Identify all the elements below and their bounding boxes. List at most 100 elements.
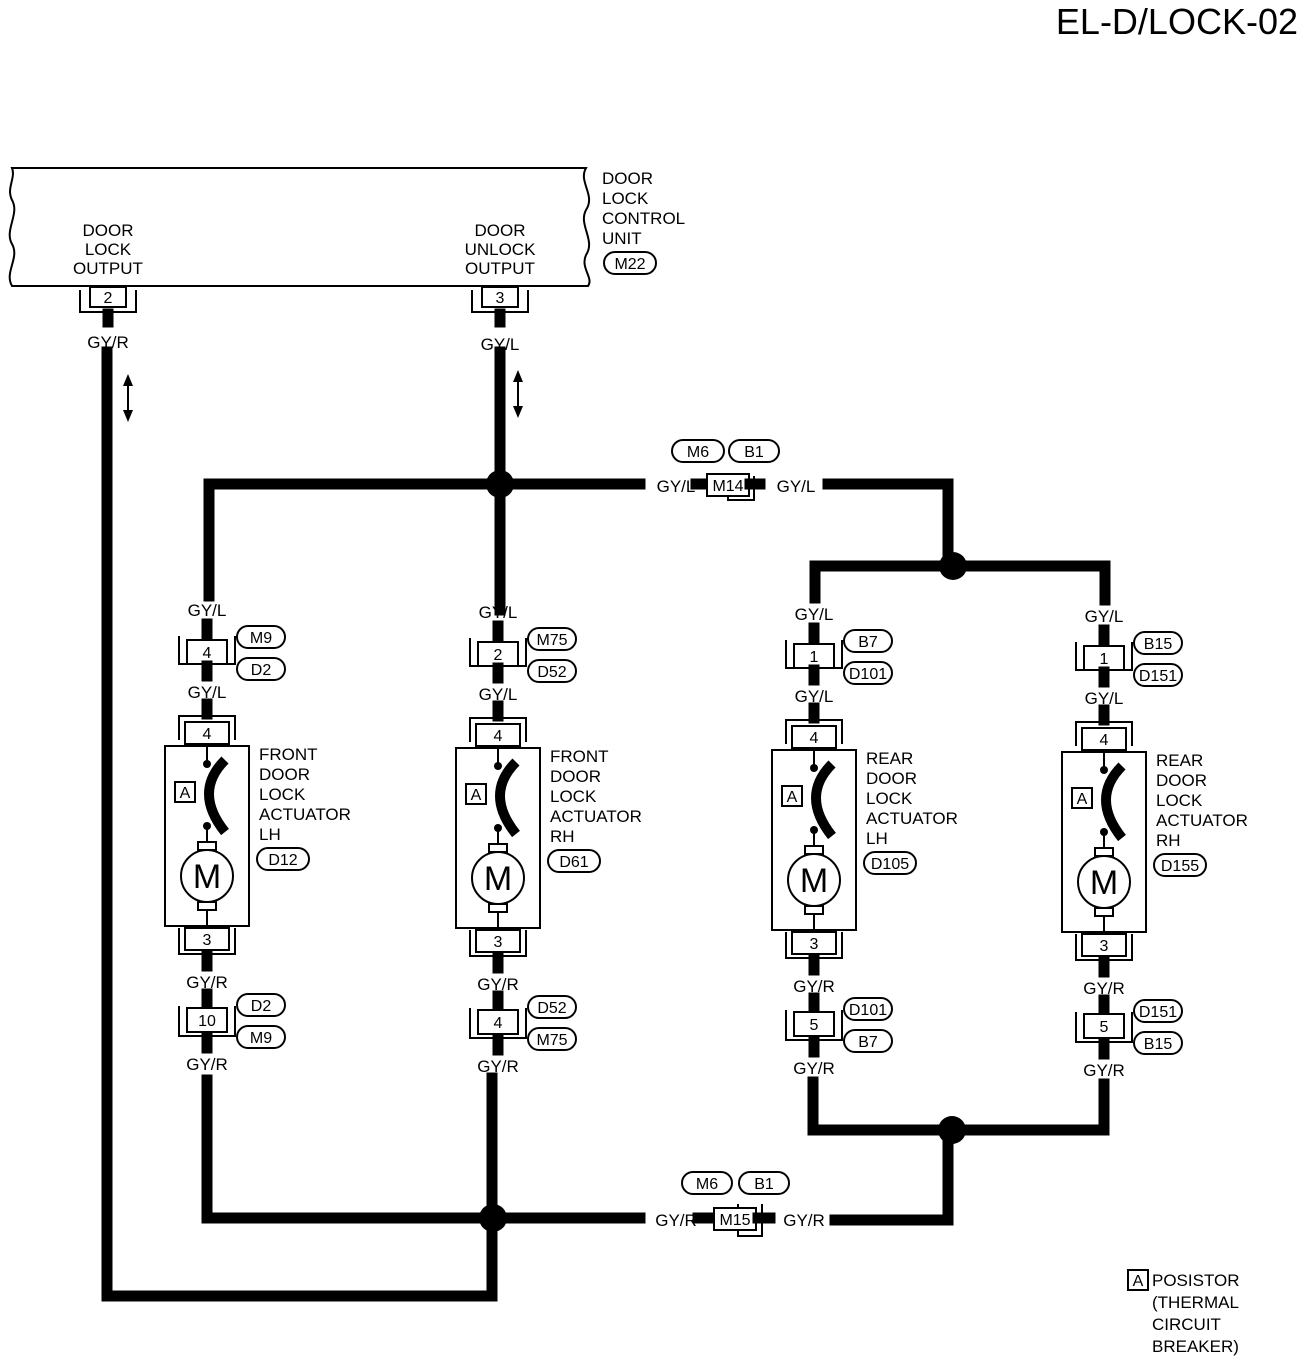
connector-pin — [184, 721, 230, 745]
connector-pin-number: 4 — [203, 645, 212, 662]
connector-ref-label: D101 — [849, 1002, 887, 1019]
connector-pin-number: 3 — [203, 932, 212, 949]
actuator-name: REAR — [1156, 751, 1203, 770]
connector-shell — [1075, 721, 1133, 746]
connector-ref-badge — [1133, 663, 1183, 687]
control-unit-box — [8, 167, 591, 287]
connector-ref-label: D52 — [537, 664, 566, 681]
svg-text:POSISTOR: POSISTOR — [1152, 1271, 1240, 1290]
connector-pin-number: 3 — [494, 934, 503, 951]
posistor-element-icon — [811, 760, 836, 840]
svg-text:M6: M6 — [696, 1176, 718, 1193]
wire-color-label: GY/L — [795, 687, 834, 706]
connector-ref-badge — [843, 997, 893, 1021]
connector-shell — [785, 719, 843, 744]
wire-color-label: GY/L — [1085, 607, 1124, 626]
connector-pin-number: 10 — [198, 1013, 216, 1030]
connector-ref-label: B7 — [858, 634, 878, 651]
posistor-mark-icon — [781, 785, 803, 807]
connector-pin-number: 1 — [810, 649, 819, 666]
svg-text:CONTROL: CONTROL — [602, 209, 685, 228]
connector-pin — [793, 1011, 835, 1037]
connector-pin-number: 3 — [1100, 938, 1109, 955]
connector-pin-number: 3 — [810, 936, 819, 953]
connector-pin — [1081, 933, 1127, 957]
svg-text:B1: B1 — [744, 444, 764, 461]
door-lock-actuator: GY/L4M9D2GY/L4AMFRONTDOORLOCKACTUATORLHD… — [164, 601, 351, 1074]
door-lock-actuator: GY/L1B7D101GY/L4AMREARDOORLOCKACTUATORLH… — [771, 605, 958, 1078]
wire-color-label: GY/R — [186, 973, 228, 992]
connector-ref-label: M75 — [536, 632, 567, 649]
posistor-mark-icon — [465, 783, 487, 805]
posistor-mark-icon — [1127, 1269, 1149, 1291]
unlock-output-label: DOOR UNLOCK OUTPUT — [465, 221, 537, 278]
connector-pin — [477, 1009, 519, 1035]
actuator-name: LOCK — [1156, 791, 1203, 810]
connector-ref-badge — [236, 657, 286, 681]
svg-text:DOOR: DOOR — [602, 169, 653, 188]
svg-text:M22: M22 — [614, 256, 645, 273]
svg-text:3: 3 — [496, 290, 505, 307]
actuator-name: LH — [259, 825, 281, 844]
actuator-name: FRONT — [550, 747, 609, 766]
svg-text:(THERMAL: (THERMAL — [1152, 1293, 1239, 1312]
connector-pin-number: 4 — [1100, 732, 1109, 749]
svg-text:DOOR: DOOR — [83, 221, 134, 240]
actuator-name: REAR — [866, 749, 913, 768]
connector-pin-number: 4 — [810, 730, 819, 747]
svg-text:GY/L: GY/L — [657, 477, 696, 496]
wire-color-label: GY/R — [793, 1059, 835, 1078]
wire-color-label: GY/L — [479, 685, 518, 704]
terminal-dot — [203, 760, 211, 768]
actuator-name: RH — [1156, 831, 1181, 850]
actuator-name: LOCK — [550, 787, 597, 806]
connector-pin-number: 4 — [494, 728, 503, 745]
connector-ref-badge — [843, 629, 893, 653]
splice-dot — [486, 470, 514, 498]
svg-text:LOCK: LOCK — [85, 240, 132, 259]
connector-pin — [1083, 1013, 1125, 1039]
connector-ref-badge — [527, 995, 577, 1019]
svg-text:A: A — [1133, 1273, 1144, 1290]
svg-text:2: 2 — [104, 290, 113, 307]
connector-pin — [791, 725, 837, 749]
connector-pin — [184, 927, 230, 951]
posistor-mark-label: A — [1077, 791, 1088, 808]
wire-color-label: GY/L — [479, 603, 518, 622]
connector-pin — [475, 929, 521, 953]
motor-label: M — [484, 860, 512, 898]
motor-brush — [1094, 907, 1114, 917]
terminal-dot — [810, 764, 818, 772]
connector-ref-badge — [236, 625, 286, 649]
wire-color-label: GY/L — [1085, 689, 1124, 708]
connector-ref-label: D2 — [251, 998, 272, 1015]
svg-text:UNIT: UNIT — [602, 229, 642, 248]
motor-brush — [804, 845, 824, 855]
connector-ref-badge — [527, 1027, 577, 1051]
actuator-connector-ref-badge — [863, 851, 917, 875]
actuator-name: ACTUATOR — [866, 809, 958, 828]
motor-label: M — [1090, 864, 1118, 902]
wire-color-label: GY/R — [1083, 1061, 1125, 1080]
connector-ref-badge — [843, 1029, 893, 1053]
unlock-output-pin: 3 — [471, 286, 529, 313]
connector-shell — [469, 717, 527, 742]
wire-color-label: GY/L — [795, 605, 834, 624]
wire-color-label: GY/R — [186, 1055, 228, 1074]
actuator-name: LH — [866, 829, 888, 848]
wire-color-label: GY/L — [188, 601, 227, 620]
connector-pin — [186, 1007, 228, 1033]
actuator-name: RH — [550, 827, 575, 846]
motor-label: M — [193, 858, 221, 896]
connector-ref-badge — [527, 659, 577, 683]
terminal-dot — [494, 762, 502, 770]
connector-ref-badge — [1133, 631, 1183, 655]
connector-ref-badge — [236, 1025, 286, 1049]
motor-brush — [197, 901, 217, 911]
motor-brush — [197, 841, 217, 851]
connector-ref-label: D52 — [537, 1000, 566, 1017]
posistor-mark-icon — [174, 781, 196, 803]
actuator-name: ACTUATOR — [550, 807, 642, 826]
bidirectional-arrow-icon — [123, 374, 133, 422]
